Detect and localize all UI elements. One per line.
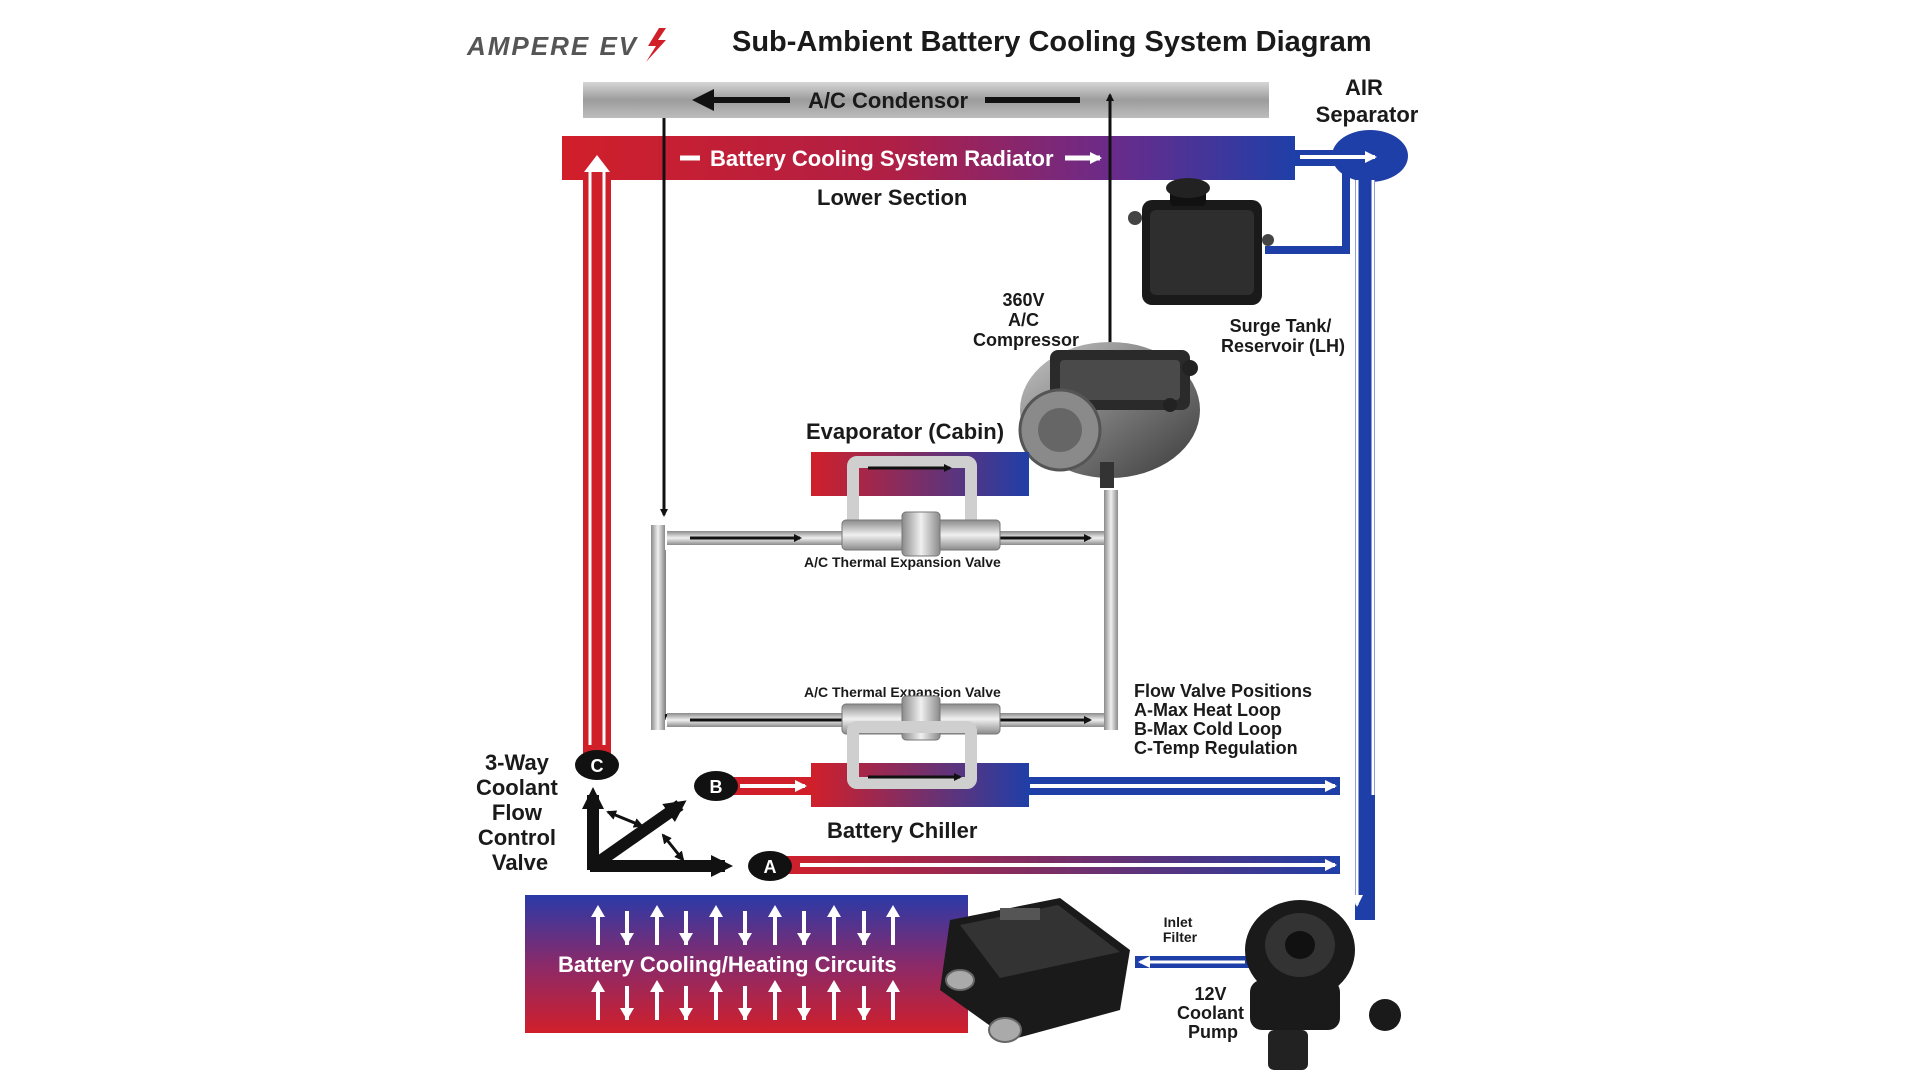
expansion-valve-lower-body xyxy=(901,695,941,741)
battery-flow-arrowhead xyxy=(650,905,664,917)
battery-flow-arrowhead xyxy=(738,1008,752,1020)
valve-swing-arrow-2 xyxy=(661,833,685,862)
lightning-bolt-icon xyxy=(646,28,666,62)
valve-a-letter: A xyxy=(764,857,777,877)
chiller-coil xyxy=(847,721,977,789)
radiator-label: Battery Cooling System Radiator xyxy=(710,146,1054,171)
brand-logo: AMPERE EV xyxy=(466,28,666,62)
coolant-pump-label: 12V Coolant Pump xyxy=(1177,984,1249,1042)
surge-tank-to-separator-pipe xyxy=(1265,170,1350,254)
coolant-heater xyxy=(940,898,1130,1043)
surge-tank-label: Surge Tank/ Reservoir (LH) xyxy=(1221,316,1345,356)
valve-b-badge xyxy=(694,771,738,801)
battery-flow-arrowhead xyxy=(886,980,900,992)
battery-flow-arrowhead xyxy=(591,980,605,992)
evaporator-label: Evaporator (Cabin) xyxy=(806,419,1004,444)
brand-logo-text: AMPERE EV xyxy=(466,31,639,61)
battery-flow-arrowhead xyxy=(679,933,693,945)
battery-flow-arrowhead xyxy=(709,980,723,992)
surge-tank xyxy=(1128,178,1274,305)
battery-flow-arrowhead xyxy=(886,905,900,917)
battery-flow-arrowhead xyxy=(768,980,782,992)
battery-flow-arrowhead xyxy=(620,933,634,945)
battery-flow-arrowhead xyxy=(857,933,871,945)
air-separator-label: AIR Separator xyxy=(1316,75,1419,127)
valve-b-letter: B xyxy=(710,777,723,797)
battery-flow-arrowhead xyxy=(827,905,841,917)
lower-section-label: Lower Section xyxy=(817,185,967,210)
compressor-label: 360V A/C Compressor xyxy=(973,290,1079,350)
refrigerant-pipe-right-vertical xyxy=(1104,490,1118,730)
battery-chiller-label: Battery Chiller xyxy=(827,818,978,843)
battery-flow-arrowhead xyxy=(738,933,752,945)
battery-flow-arrows xyxy=(591,905,900,1020)
valve-c-badge xyxy=(575,750,619,780)
battery-flow-arrowhead xyxy=(827,980,841,992)
battery-flow-arrowhead xyxy=(797,1008,811,1020)
battery-flow-arrowhead xyxy=(620,1008,634,1020)
battery-flow-arrowhead xyxy=(650,980,664,992)
battery-circuits-label: Battery Cooling/Heating Circuits xyxy=(558,952,897,977)
valve-c-letter: C xyxy=(591,756,604,776)
valve-arm-b xyxy=(589,800,687,871)
battery-flow-arrowhead xyxy=(679,1008,693,1020)
battery-flow-arrowhead xyxy=(591,905,605,917)
ac-compressor xyxy=(1018,342,1200,488)
expansion-valve-upper-body xyxy=(901,511,941,557)
valve-swing-arrow-1 xyxy=(606,810,644,828)
battery-flow-arrowhead xyxy=(768,905,782,917)
condensor-label: A/C Condensor xyxy=(808,88,969,113)
coolant-pump xyxy=(1245,900,1401,1070)
valve-c-flow-head xyxy=(584,155,610,172)
expansion-valve-upper-label: A/C Thermal Expansion Valve xyxy=(804,554,1001,570)
expansion-valve-lower-label: A/C Thermal Expansion Valve xyxy=(804,684,1001,700)
flow-positions-legend: Flow Valve Positions A-Max Heat Loop B-M… xyxy=(1134,681,1317,758)
battery-flow-arrowhead xyxy=(797,933,811,945)
valve-a-badge xyxy=(748,851,792,881)
three-way-valve-label: 3-Way Coolant Flow Control Valve xyxy=(476,750,564,875)
battery-flow-arrowhead xyxy=(857,1008,871,1020)
inlet-filter-label: Inlet Filter xyxy=(1163,914,1198,945)
page-title: Sub-Ambient Battery Cooling System Diagr… xyxy=(732,26,1372,58)
refrigerant-pipe-left-vertical xyxy=(651,525,665,730)
battery-flow-arrowhead xyxy=(709,905,723,917)
